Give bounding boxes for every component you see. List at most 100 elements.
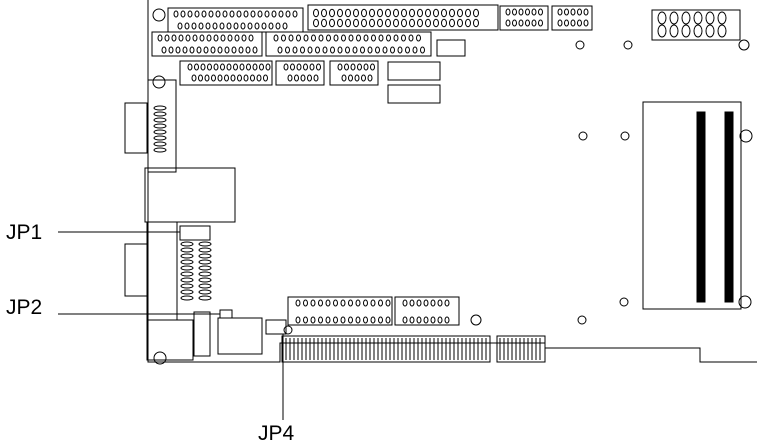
- pin: [416, 34, 421, 42]
- pin: [657, 11, 667, 25]
- pin: [285, 10, 291, 18]
- pin: [307, 46, 313, 54]
- jp2-label: JP2: [6, 296, 43, 319]
- pin: [423, 299, 429, 307]
- pin: [310, 299, 316, 307]
- pin: [341, 34, 346, 42]
- pin: [191, 74, 197, 82]
- pin: [416, 316, 422, 324]
- pin: [408, 34, 414, 42]
- pin: [307, 74, 312, 82]
- pin: [386, 34, 391, 42]
- pin: [198, 277, 212, 283]
- pin: [213, 63, 219, 71]
- pin: [385, 299, 391, 307]
- pin: [180, 277, 194, 283]
- pin: [397, 46, 403, 54]
- pin-row: [505, 19, 543, 27]
- pin: [564, 8, 569, 16]
- pin: [337, 18, 343, 28]
- pin-row: [161, 46, 258, 54]
- pci-edge-connector: [281, 296, 546, 363]
- pin: [363, 63, 369, 71]
- pin: [375, 46, 380, 54]
- pin: [208, 10, 214, 18]
- pin: [425, 18, 431, 28]
- pin: [282, 22, 288, 30]
- pin: [321, 8, 327, 18]
- jumper-jp1: [179, 225, 211, 241]
- pin: [393, 34, 399, 42]
- pin-row: [505, 8, 543, 16]
- pin: [437, 316, 443, 324]
- lan-connector: [144, 167, 236, 223]
- header-connector: [179, 60, 273, 86]
- pin: [180, 289, 194, 295]
- pin-row: [277, 46, 425, 54]
- pin: [348, 299, 353, 307]
- pin-row: [177, 22, 288, 30]
- header-connector: [193, 311, 211, 357]
- pin: [206, 34, 212, 42]
- pin: [283, 63, 289, 71]
- pin: [669, 24, 679, 38]
- pin: [402, 299, 408, 307]
- pin: [318, 34, 324, 42]
- dimm-socket-outline: [642, 101, 742, 310]
- pin: [252, 63, 258, 71]
- pin: [205, 22, 211, 30]
- pin-row: [173, 10, 298, 18]
- pin: [441, 18, 447, 28]
- pci-finger-lines: [285, 338, 541, 360]
- pin: [369, 8, 375, 18]
- header-connector: [275, 60, 325, 86]
- pin-row: [402, 299, 450, 307]
- pin: [180, 241, 194, 247]
- pin: [377, 18, 383, 28]
- pin: [441, 8, 447, 18]
- mounting-hole: [619, 297, 629, 307]
- pin-row: [273, 34, 421, 42]
- header-connector: [436, 39, 466, 57]
- pin: [353, 8, 359, 18]
- pin: [430, 299, 436, 307]
- pin: [531, 8, 537, 16]
- pin-row: [313, 18, 479, 28]
- pin: [275, 22, 281, 30]
- pin: [321, 18, 327, 28]
- pin: [370, 316, 376, 324]
- pin: [226, 22, 232, 30]
- jumper-jp2: [219, 309, 233, 319]
- mounting-hole: [152, 8, 166, 22]
- pin: [340, 299, 346, 307]
- pin: [217, 74, 223, 82]
- pin: [226, 63, 232, 71]
- pin: [295, 299, 301, 307]
- mounting-hole: [577, 315, 587, 325]
- pin-row: [341, 74, 373, 82]
- pci-fingers: [496, 335, 546, 363]
- pin: [409, 8, 415, 18]
- pin: [385, 8, 391, 18]
- jp4-label: JP4: [258, 422, 295, 445]
- pin: [416, 299, 422, 307]
- mounting-hole: [620, 131, 630, 141]
- pin: [243, 74, 249, 82]
- pin: [356, 34, 361, 42]
- pin: [241, 34, 247, 42]
- pin: [337, 8, 343, 18]
- pin: [505, 19, 511, 27]
- pin: [277, 46, 283, 54]
- mounting-hole: [623, 40, 633, 50]
- pin: [363, 34, 369, 42]
- pin: [402, 316, 408, 324]
- pin: [361, 8, 367, 18]
- pin: [168, 46, 174, 54]
- pin: [337, 63, 343, 71]
- pin: [245, 46, 251, 54]
- pin: [401, 8, 407, 18]
- pin: [345, 8, 351, 18]
- pin: [180, 259, 194, 265]
- pin-row: [657, 24, 727, 38]
